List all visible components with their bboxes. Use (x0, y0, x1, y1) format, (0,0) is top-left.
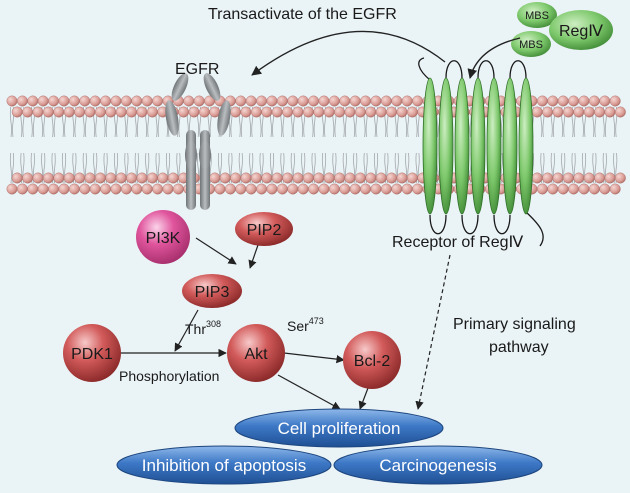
bcl2-to-outcome-arrow (358, 387, 369, 410)
inhibition-of-apoptosis-label: Inhibition of apoptosis (142, 456, 306, 475)
cell-proliferation-oval: Cell proliferation (234, 408, 444, 448)
receptor-label: Receptor of RegⅣ (392, 234, 524, 251)
bcl2-node: Bcl-2 (343, 331, 401, 389)
pi3k-label: PI3K (146, 230, 181, 247)
reg-receptor (418, 57, 544, 247)
reg-iv-label: RegⅣ (559, 23, 603, 40)
pip2-to-pip3-arrow (248, 244, 259, 269)
pip3-node: PIP3 (182, 274, 242, 308)
carcinogenesis-oval: Carcinogenesis (333, 445, 543, 485)
reg-iv-complex: MBS MBS RegⅣ (511, 2, 613, 57)
pdk1-label: PDK1 (71, 346, 113, 363)
cell-proliferation-label: Cell proliferation (278, 419, 401, 438)
egfr-receptor (165, 73, 231, 210)
akt-to-bcl2-arrow (283, 352, 345, 364)
mbs-bottom-label: MBS (519, 39, 543, 51)
pdk1-node: PDK1 (63, 324, 121, 382)
akt-node: Akt (227, 324, 285, 382)
pip2-label: PIP2 (247, 222, 282, 239)
akt-to-outcome-arrow (277, 374, 341, 410)
ser-label: Ser473 (287, 316, 324, 334)
pi3k-to-pip3-arrow (195, 237, 237, 265)
mbs-top-label: MBS (525, 10, 549, 22)
thr-label: Thr308 (185, 319, 221, 337)
egfr-label: EGFR (175, 61, 219, 78)
pip2-node: PIP2 (235, 212, 293, 246)
phosphorylation-label: Phosphorylation (119, 368, 219, 384)
carcinogenesis-label: Carcinogenesis (379, 456, 496, 475)
transactivate-arrow (251, 30, 446, 76)
reg-iv-blob (549, 10, 613, 50)
pi3k-node: PI3K (136, 210, 190, 264)
transactivate-title: Transactivate of the EGFR (208, 6, 397, 23)
mbs-top-blob (517, 2, 557, 28)
reg-binding-arrow (467, 37, 521, 79)
pip3-label: PIP3 (195, 284, 230, 301)
pip3-to-akt-arrow (174, 309, 199, 352)
bcl2-label: Bcl-2 (354, 353, 391, 370)
primary-pathway-arrow (415, 254, 451, 410)
akt-label: Akt (244, 346, 268, 363)
inhibition-of-apoptosis-oval: Inhibition of apoptosis (116, 445, 332, 485)
primary-pathway-line1: Primary signaling (453, 316, 576, 333)
cell-membrane (6, 95, 626, 195)
mbs-bottom-blob (511, 31, 551, 57)
primary-pathway-line2: pathway (489, 339, 549, 356)
